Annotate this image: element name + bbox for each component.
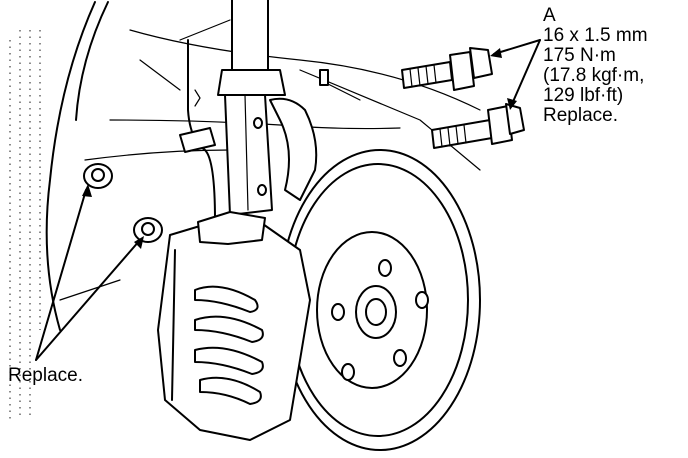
torque-nm: 175 N·m [543,45,616,66]
bolt-size: 16 x 1.5 mm [543,25,648,46]
bolt-upper [401,47,493,91]
brake-caliper [157,211,311,441]
bolt-lower [431,103,525,149]
bolt-replace-note: Replace. [543,105,618,126]
nuts-replace-note: Replace. [8,365,83,386]
bolt-callout: A 16 x 1.5 mm 175 N·m (17.8 kgf·m, 129 l… [543,6,648,126]
knuckle-upper [269,69,329,201]
body-panel [9,1,481,420]
leader-lines [35,39,541,361]
brake-hose [179,39,216,221]
left-nuts [83,163,163,243]
strut-assembly [217,0,286,216]
wheel-studs [331,259,429,381]
torque-lbf: 129 lbf·ft) [543,85,624,106]
torque-kgf: (17.8 kgf·m, [543,65,645,86]
callout-letter: A [543,5,556,26]
